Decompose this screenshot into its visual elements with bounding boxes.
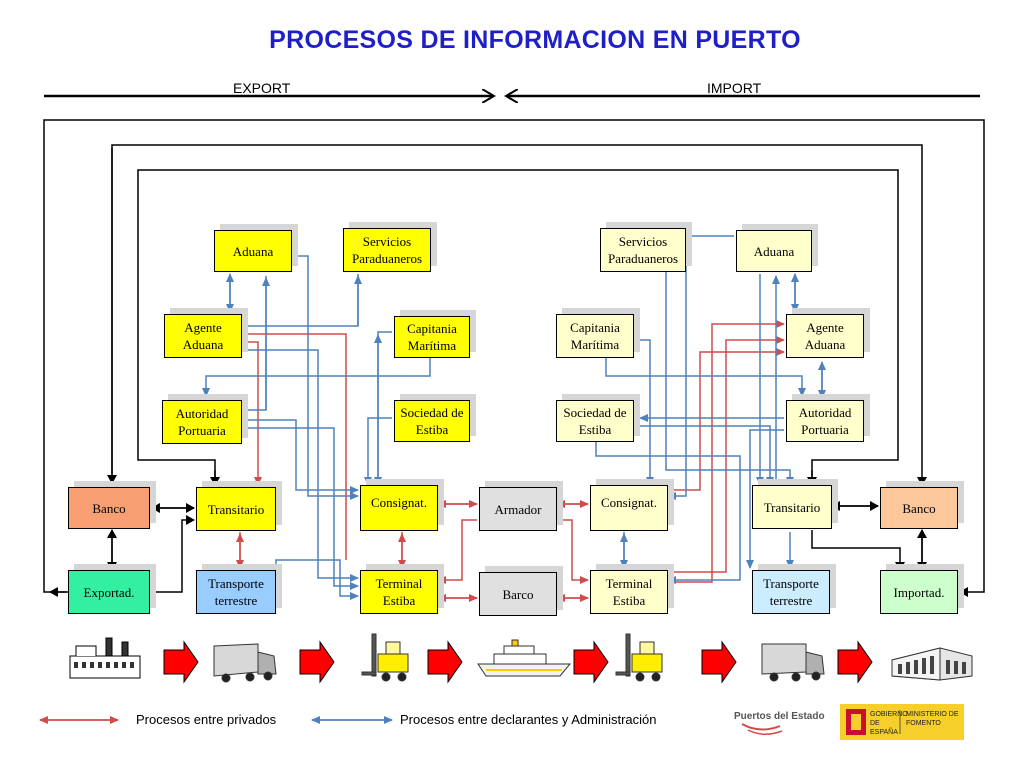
export-agente-aduana-node: Agente Aduana <box>164 314 242 358</box>
armador-node: Armador <box>479 487 557 531</box>
admin-process-lines <box>202 235 826 600</box>
gobierno-logo-text: GOBIERNO DE ESPAÑA <box>870 711 908 736</box>
flow-arrow-4 <box>573 640 609 684</box>
truck-icon <box>761 643 825 682</box>
export-label: EXPORT <box>233 80 291 96</box>
process-flow-arrows <box>163 640 873 684</box>
exportador-node: Exportad. <box>68 570 150 614</box>
import-aduana-node: Aduana <box>736 230 812 272</box>
export-banco-node: Banco <box>68 487 150 529</box>
import-label: IMPORT <box>707 80 762 96</box>
export-capitania-maritima-node: Capitania Marítima <box>394 316 470 358</box>
import-sociedad-estiba-node: Sociedad de Estiba <box>556 400 634 442</box>
flow-arrow-5 <box>701 640 737 684</box>
gobierno-logo <box>840 704 964 740</box>
import-terminal-estiba-node: Terminal Estiba <box>590 570 668 614</box>
forklift-icon <box>361 633 409 682</box>
export-servicios-paraduaneros-node: Servicios Paraduaneros <box>343 228 431 272</box>
export-sociedad-estiba-node: Sociedad de Estiba <box>394 400 470 442</box>
page-title: PROCESOS DE INFORMACION EN PUERTO <box>269 26 801 54</box>
ship-icon <box>477 639 572 677</box>
import-capitania-maritima-node: Capitania Marítima <box>556 314 634 358</box>
import-transporte-terrestre-node: Transporte terrestre <box>752 570 830 614</box>
import-consignatario-node: Consignat. <box>590 485 668 531</box>
flow-arrow-3 <box>427 640 463 684</box>
export-aduana-node: Aduana <box>214 230 292 272</box>
factory-icon <box>69 637 141 679</box>
flow-arrow-6 <box>837 640 873 684</box>
export-transporte-terrestre-node: Transporte terrestre <box>196 570 276 614</box>
export-terminal-estiba-node: Terminal Estiba <box>360 570 438 614</box>
puertos-logo-text: Puertos del Estado <box>734 711 825 722</box>
legend-private-label: Procesos entre privados <box>136 712 277 727</box>
export-consignatario-node: Consignat. <box>360 485 438 531</box>
truck-icon <box>213 643 277 683</box>
barco-node: Barco <box>479 572 557 616</box>
export-autoridad-portuaria-node: Autoridad Portuaria <box>162 400 242 444</box>
import-banco-node: Banco <box>880 487 958 529</box>
import-agente-aduana-node: Agente Aduana <box>786 314 864 358</box>
flow-arrow-2 <box>299 640 335 684</box>
import-servicios-paraduaneros-node: Servicios Paraduaneros <box>600 228 686 272</box>
import-autoridad-portuaria-node: Autoridad Portuaria <box>786 400 864 442</box>
legend-admin-label: Procesos entre declarantes y Administrac… <box>400 712 657 727</box>
ministerio-logo-text: MINISTERIO DE FOMENTO <box>906 711 959 727</box>
importador-node: Importad. <box>880 570 958 614</box>
black-flow-lines <box>43 119 985 597</box>
puertos-logo <box>741 723 783 735</box>
export-transitario-node: Transitario <box>196 487 276 531</box>
forklift-icon <box>615 633 663 682</box>
warehouse-icon <box>891 647 973 681</box>
flow-arrow-1 <box>163 640 199 684</box>
import-transitario-node: Transitario <box>752 485 832 529</box>
